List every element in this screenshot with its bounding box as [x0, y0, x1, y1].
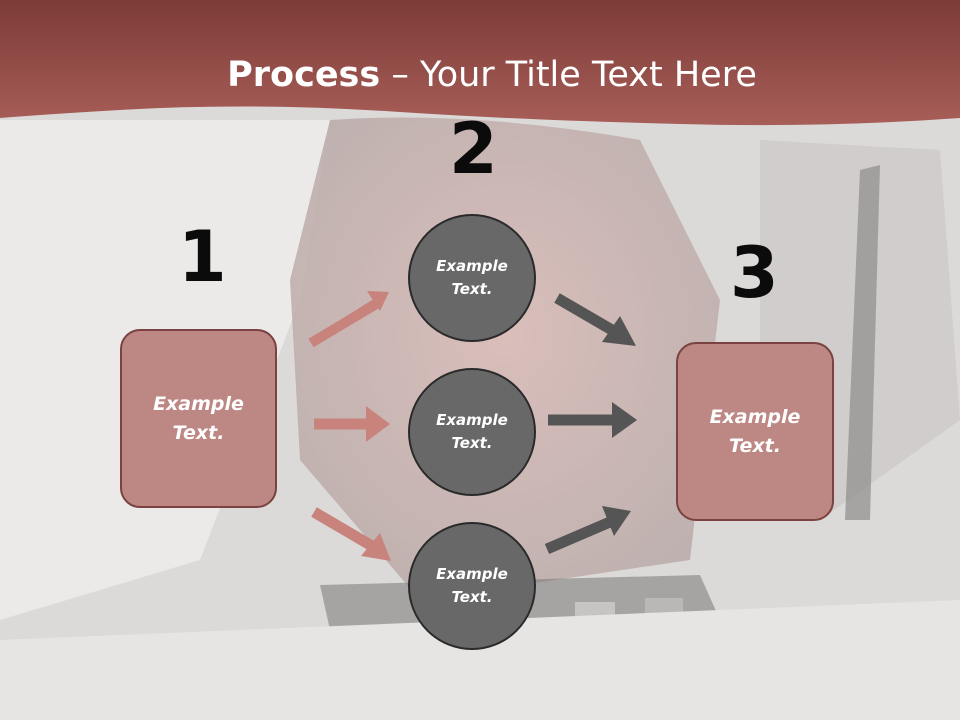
right-box-line-1: Example — [709, 405, 801, 428]
step-number-3: 3 — [730, 232, 779, 314]
step-number-1: 1 — [178, 216, 227, 298]
title-rest: – Your Title Text Here — [380, 55, 757, 95]
arrow-right-down — [554, 293, 636, 346]
circle-bottom-line-1: Example — [436, 565, 508, 583]
arrow-left-up — [308, 291, 389, 348]
arrow-right-up — [544, 506, 631, 555]
step-number-2: 2 — [449, 108, 498, 190]
arrow-right-middle — [548, 402, 637, 438]
right-box-line-2: Text. — [729, 434, 781, 457]
left-box-line-1: Example — [153, 392, 244, 415]
arrow-left-down — [311, 507, 391, 561]
slide-title: Process – Your Title Text Here — [0, 52, 960, 98]
circle-top-line-2: Text. — [451, 280, 493, 298]
circle-middle-line-2: Text. — [451, 434, 493, 452]
left-box-line-2: Text. — [172, 421, 225, 444]
arrow-left-middle — [314, 406, 390, 442]
circle-middle-line-1: Example — [436, 411, 508, 429]
circle-bottom-line-2: Text. — [451, 588, 493, 606]
circle-top-line-1: Example — [436, 257, 508, 275]
title-bold: Process — [227, 55, 381, 95]
